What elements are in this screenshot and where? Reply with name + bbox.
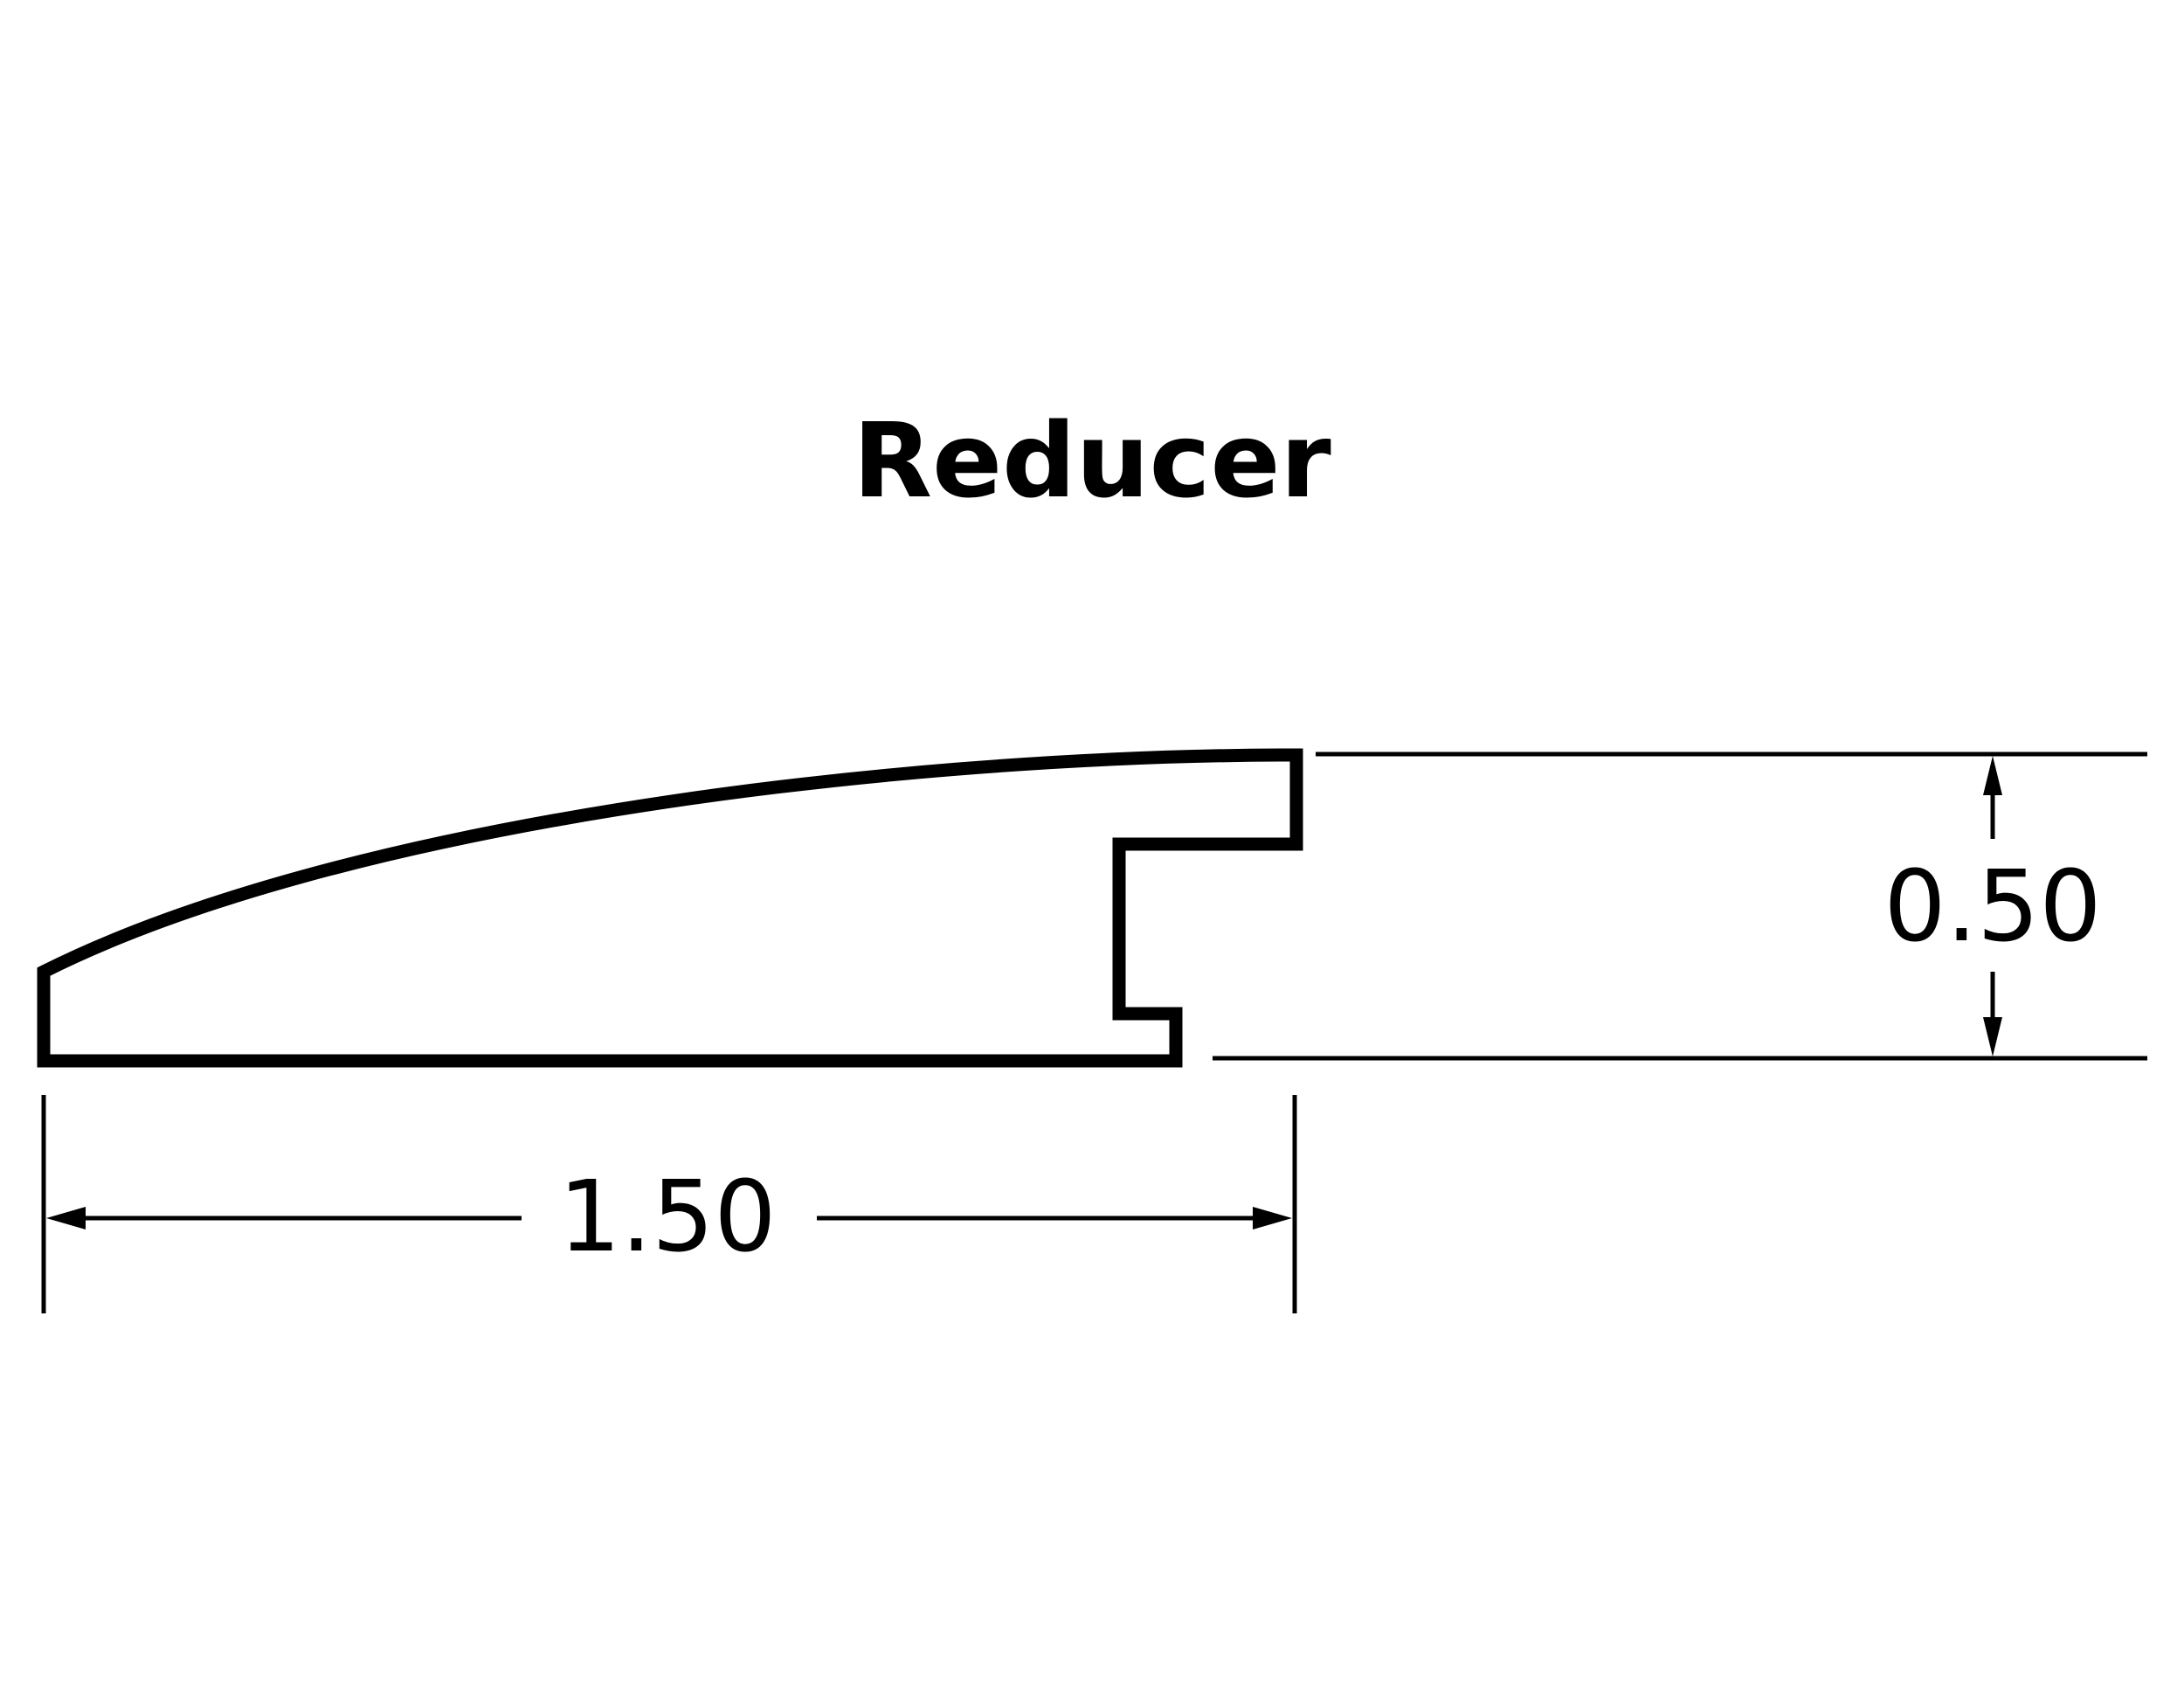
height-arrow-down-icon [1983,1017,2002,1056]
diagram-title: Reducer [853,400,1331,521]
width-dimension-label: 1.50 [558,1160,776,1274]
height-dimension-label: 0.50 [1883,850,2101,964]
reducer-profile-outline [37,748,1303,1068]
height-arrow-up-icon [1983,756,2002,795]
width-arrow-left-icon [46,1207,86,1230]
width-arrow-right-icon [1253,1207,1292,1230]
